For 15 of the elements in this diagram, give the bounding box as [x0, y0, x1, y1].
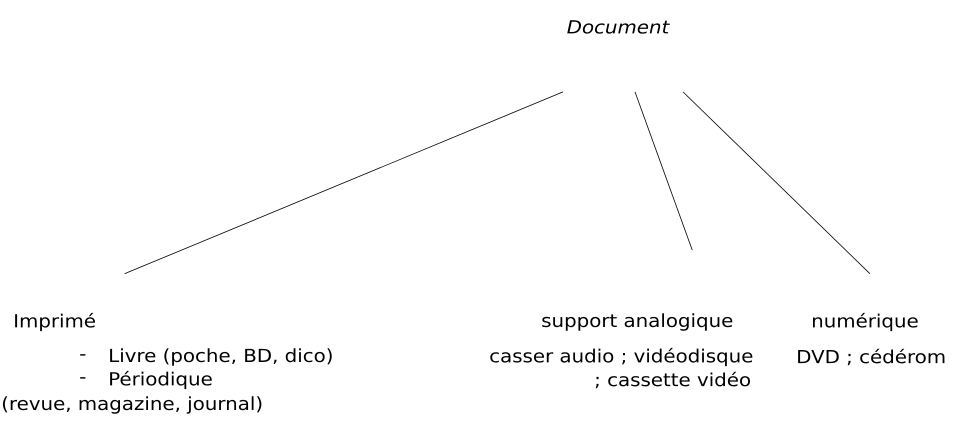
text-label: Périodique	[110, 370, 212, 390]
text-label: (revue, magazine, journal)	[2, 396, 262, 414]
text-label: ; cassette vidéo	[596, 372, 750, 388]
node-label: numérique	[813, 312, 918, 332]
node-label: Document	[567, 20, 670, 34]
text-label: -	[80, 377, 86, 379]
connector-line	[682, 91, 870, 274]
text-label: Livre (poche, BD, dico)	[110, 348, 332, 366]
node-label: Imprimé	[15, 312, 95, 332]
text-label: DVD ; cédérom	[798, 348, 944, 366]
connector-line	[634, 91, 693, 250]
text-label: -	[80, 354, 86, 356]
connector-line	[124, 91, 564, 274]
node-label: support analogique	[542, 313, 732, 331]
text-label: casser audio ; vidéodisque	[490, 348, 752, 366]
